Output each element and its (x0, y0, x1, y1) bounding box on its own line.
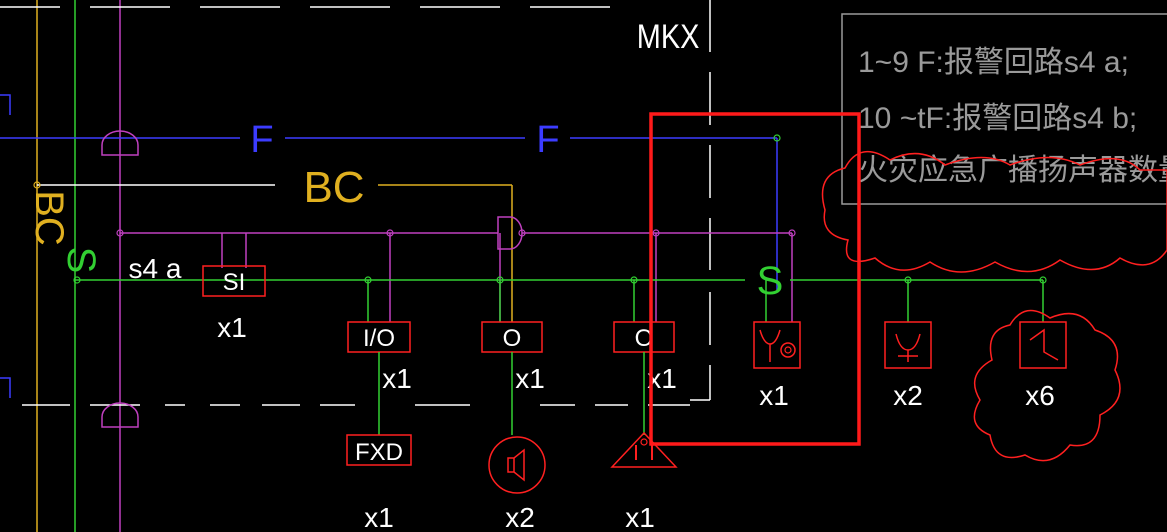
ground-module-qty: x2 (893, 380, 923, 411)
fxd-box: FXD x1 (346, 434, 412, 532)
si-module: SI x1 (202, 265, 266, 343)
smoke-detector-qty: x6 (1025, 380, 1055, 411)
left-edge-bracket-bottom (0, 377, 11, 398)
bell-symbol-top (101, 130, 139, 156)
io-module-qty: x1 (382, 363, 412, 394)
smoke-revision-cloud (973, 309, 1121, 462)
note-line-1: 1~9 F:报警回路s4 a; (858, 46, 1129, 79)
alarm-sounder-qty: x1 (625, 502, 655, 532)
io-module: I/O x1 (347, 321, 412, 435)
bc-bus-label: BC (303, 163, 364, 212)
ground-icon (895, 333, 921, 362)
ground-module: x2 (884, 321, 932, 411)
io-module-label: I/O (363, 325, 395, 352)
speaker-icon (507, 448, 525, 482)
highlight-selection-box[interactable] (649, 112, 861, 446)
bell-symbol-bottom (101, 402, 139, 428)
mkx-label: MKX (637, 17, 700, 56)
broadcast-module: x1 (753, 321, 801, 411)
f-label-left: F (250, 119, 273, 161)
left-edge-bracket-top (0, 94, 11, 115)
o-module-1: O x1 (481, 321, 545, 435)
mkx-dashed-divider (690, 0, 711, 401)
o-module-1-qty: x1 (515, 363, 545, 394)
alarm-triangle-icon (610, 431, 678, 468)
junction-dots (33, 134, 1047, 284)
note-line-2: 10 ~tF:报警回路s4 b; (858, 102, 1137, 135)
notes-box: 1~9 F:报警回路s4 a; 10 ~tF:报警回路s4 b; 火灾应急广播扬… (841, 13, 1167, 205)
si-module-qty: x1 (217, 312, 247, 343)
s-label-left: S (59, 247, 103, 274)
s-label-right: S (757, 259, 784, 303)
bc-side-label: BC (27, 190, 71, 246)
notes-revision-cloud (821, 151, 1167, 273)
si-module-label: SI (223, 269, 246, 296)
broadcast-circle-icon (780, 342, 796, 358)
broadcast-module-qty: x1 (759, 380, 789, 411)
smoke-detector: x6 (973, 309, 1121, 462)
f-label-right: F (536, 119, 559, 161)
d-shape-device (497, 216, 523, 250)
fxd-qty: x1 (364, 502, 394, 532)
o-module-2-label: O (635, 325, 654, 352)
broadcast-y-icon (759, 329, 781, 362)
fxd-label: FXD (355, 439, 403, 466)
o-module-1-label: O (503, 325, 522, 352)
smoke-detector-icon (1029, 328, 1059, 361)
alarm-sounder: x1 (610, 431, 678, 532)
speaker: x2 (488, 436, 546, 532)
speaker-qty: x2 (505, 502, 535, 532)
s4a-label: s4 a (129, 253, 182, 284)
